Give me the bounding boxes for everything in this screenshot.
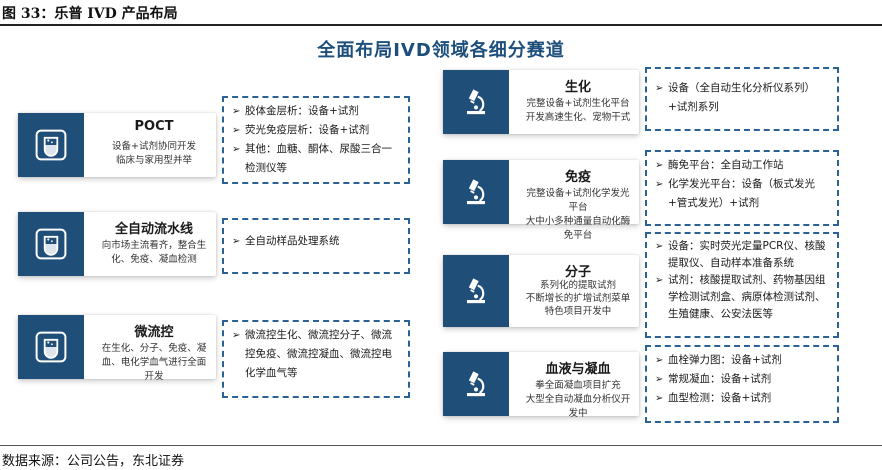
segment-name: 免疫 bbox=[564, 170, 591, 185]
icon-tile bbox=[443, 352, 509, 416]
segment-description: 在生化、分子、免疫、凝血、电化学血气进行全面开发 bbox=[101, 343, 207, 382]
detail-item: 酶免平台：全自动工作站 bbox=[655, 156, 831, 175]
detail-item: 微流控生化、微流控分子、微流控免疫、微流控凝血、微流控电化学血气等 bbox=[232, 326, 402, 383]
segment-card-hemostasis: 血液与凝血 拳全面凝血项目扩充 大型全自动凝血分析仪开发中 bbox=[443, 352, 639, 419]
detail-item: 其他：血糖、酮体、尿酸三合一检测仪等 bbox=[232, 140, 402, 178]
detail-item: 胶体金层析：设备+试剂 bbox=[232, 102, 402, 121]
details-box-biochem: 设备（全自动生化分析仪系列）+试剂系列 bbox=[645, 67, 839, 131]
segment-description: 完整设备+试剂生化平台 开发高速生化、宠物干式 bbox=[525, 98, 631, 123]
icon-tile bbox=[18, 113, 84, 177]
segment-name: 微流控 bbox=[134, 325, 174, 340]
microscope-icon bbox=[458, 366, 494, 402]
details-box-microfluidics: 微流控生化、微流控分子、微流控免疫、微流控凝血、微流控电化学血气等 bbox=[222, 320, 410, 398]
segment-card-poct: POCT 设备+试剂协同开发 临床与家用型并举 bbox=[18, 113, 216, 177]
segment-card-biochem: 生化 完整设备+试剂生化平台 开发高速生化、宠物干式 bbox=[443, 70, 639, 134]
flask-monitor-icon bbox=[33, 127, 69, 163]
detail-item: 试剂：核酸提取试剂、药物基因组学检测试剂盒、病原体检测试剂、生殖健康、公安法医等 bbox=[655, 272, 831, 323]
icon-tile bbox=[18, 212, 84, 276]
detail-item: 荧光免疫层析：设备+试剂 bbox=[232, 121, 402, 140]
microscope-icon bbox=[458, 84, 494, 120]
segment-name: POCT bbox=[134, 119, 174, 134]
details-box-pipeline: 全自动样品处理系统 bbox=[222, 218, 410, 274]
microscope-icon bbox=[458, 174, 494, 210]
segment-description: 完整设备+试剂化学发光平台 大中小多种通量自动化酶免平台 bbox=[525, 188, 631, 241]
segment-card-microfluidics: 微流控 在生化、分子、免疫、凝血、电化学血气进行全面开发 bbox=[18, 315, 216, 382]
bottom-rule bbox=[0, 445, 882, 446]
detail-item: 常规凝血：设备+试剂 bbox=[655, 370, 831, 389]
details-box-poct: 胶体金层析：设备+试剂 荧光免疫层析：设备+试剂 其他：血糖、酮体、尿酸三合一检… bbox=[222, 96, 410, 184]
segment-name: 生化 bbox=[564, 80, 591, 95]
flask-monitor-icon bbox=[33, 226, 69, 262]
segment-card-molecular: 分子 系列化的提取试剂 不断增长的扩增试剂菜单 特色项目开发中 bbox=[443, 255, 639, 327]
diagram-title: 全面布局IVD领域各细分赛道 bbox=[317, 40, 565, 61]
detail-item: 全自动样品处理系统 bbox=[232, 232, 402, 251]
segment-card-immuno: 免疫 完整设备+试剂化学发光平台 大中小多种通量自动化酶免平台 bbox=[443, 160, 639, 241]
segment-description: 系列化的提取试剂 不断增长的扩增试剂菜单 特色项目开发中 bbox=[525, 280, 631, 317]
segment-description: 拳全面凝血项目扩充 大型全自动凝血分析仪开发中 bbox=[525, 380, 631, 419]
icon-tile bbox=[443, 70, 509, 134]
source-note: 数据来源：公司公告，东北证券 bbox=[2, 454, 185, 469]
flask-monitor-icon bbox=[33, 329, 69, 365]
segment-name: 血液与凝血 bbox=[545, 362, 611, 377]
details-box-immuno: 酶免平台：全自动工作站 化学发光平台：设备（板式发光+管式发光）+试剂 bbox=[645, 150, 839, 226]
icon-tile bbox=[18, 315, 84, 379]
segment-card-pipeline: 全自动流水线 向市场主流看齐，整合生化、免疫、凝血检测 bbox=[18, 212, 216, 276]
detail-item: 化学发光平台：设备（板式发光+管式发光）+试剂 bbox=[655, 175, 831, 213]
segment-name: 分子 bbox=[564, 265, 591, 280]
icon-tile bbox=[443, 160, 509, 224]
top-rule bbox=[0, 24, 882, 26]
details-box-molecular: 设备：实时荧光定量PCR仪、核酸提取仪、自动样本准备系统 试剂：核酸提取试剂、药… bbox=[645, 232, 839, 338]
detail-item: 设备：实时荧光定量PCR仪、核酸提取仪、自动样本准备系统 bbox=[655, 238, 831, 272]
details-box-hemostasis: 血栓弹力图：设备+试剂 常规凝血：设备+试剂 血型检测：设备+试剂 bbox=[645, 345, 839, 423]
detail-item: 血型检测：设备+试剂 bbox=[655, 389, 831, 408]
detail-item: 设备（全自动生化分析仪系列）+试剂系列 bbox=[655, 79, 831, 117]
detail-item: 血栓弹力图：设备+试剂 bbox=[655, 351, 831, 370]
segment-description: 向市场主流看齐，整合生化、免疫、凝血检测 bbox=[101, 240, 207, 265]
segment-description: 设备+试剂协同开发 临床与家用型并举 bbox=[112, 141, 196, 166]
microscope-icon bbox=[458, 273, 494, 309]
icon-tile bbox=[443, 255, 509, 327]
segment-name: 全自动流水线 bbox=[114, 222, 193, 237]
figure-title: 图 33：乐普 IVD 产品布局 bbox=[2, 6, 178, 22]
